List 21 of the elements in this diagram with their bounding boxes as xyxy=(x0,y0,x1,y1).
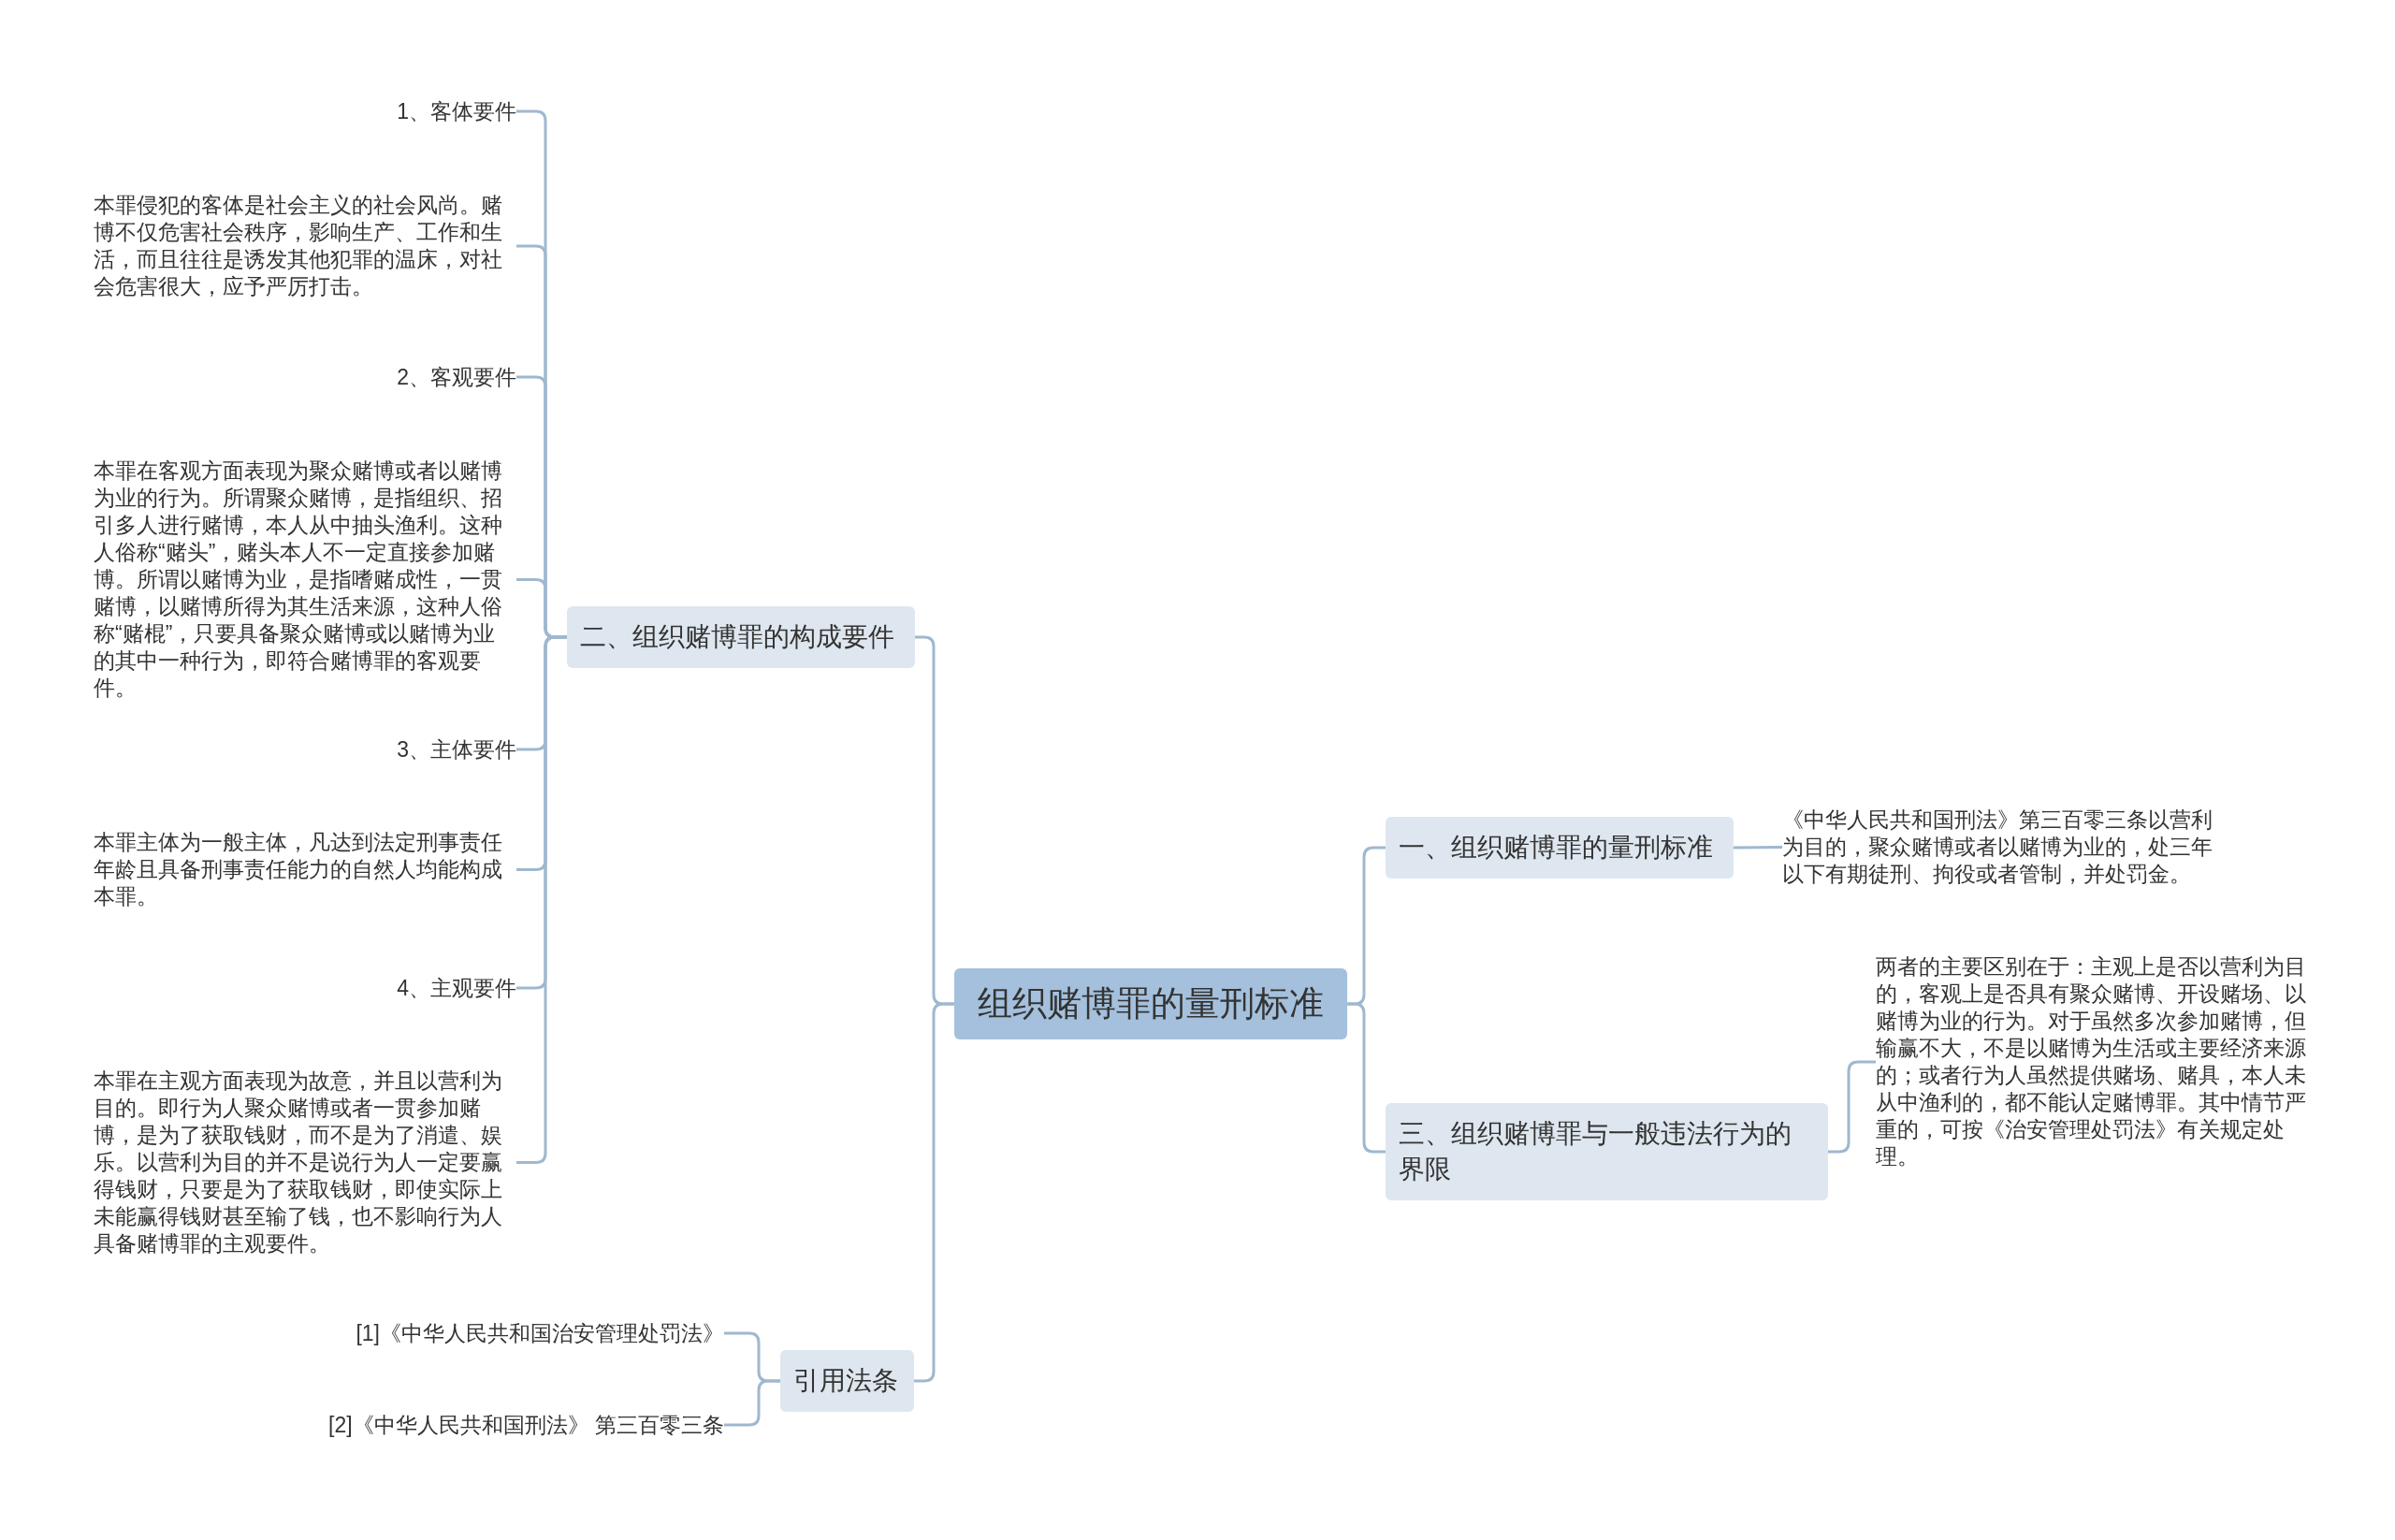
subtopic-text: [1]《中华人民共和国治安管理处罚法》 xyxy=(356,1319,724,1347)
topic-box: 一、组织赌博罪的量刑标准 xyxy=(1386,817,1734,879)
connector-line xyxy=(1347,1002,1386,1154)
note-text: 本罪主体为一般主体，凡达到法定刑事责任年龄且具备刑事责任能力的自然人均能构成本罪。 xyxy=(94,829,516,910)
connector-line xyxy=(724,1379,780,1427)
topic-box: 二、组织赌博罪的构成要件 xyxy=(567,606,915,668)
note-text: 本罪在主观方面表现为故意，并且以营利为目的。即行为人聚众赌博或者一贯参加赌博，是为了获取钱财，而不是为了消遣、娱乐。以营利为目的并不是说行为人一定要赢得钱财，只要是为了获取钱财，即使实际上未能赢得钱财甚至输了钱，也不影响行为人具备赌博罪的主观要件。 xyxy=(94,1068,516,1257)
note-text: 两者的主要区别在于：主观上是否以营利为目的，客观上是否具有聚众赌博、开设赌场、以赌博为业的行为。对于虽然多次参加赌博，但输赢不大，不是以赌博为生活或主要经济来源的；或者行为人虽然提供赌场、赌具，本人未从中渔利的，都不能认定赌博罪。其中情节严重的，可按《治安管理处罚法》有关规定处理。 xyxy=(1876,953,2315,1170)
connector-line xyxy=(1734,846,1782,850)
note-text: 本罪在客观方面表现为聚众赌博或者以赌博为业的行为。所谓聚众赌博，是指组织、招引多人进行赌博，本人从中抽头渔利。这种人俗称“赌头”，赌头本人不一定直接参加赌博。所谓以赌博为业，是指嗜赌成性，一贯赌博，以赌博所得为其生活来源，这种人俗称“赌棍”，只要具备聚众赌博或以赌博为业的其中一种行为，即符合赌博罪的客观要件。 xyxy=(94,458,516,702)
subtopic-text: 3、主体要件 xyxy=(397,735,516,763)
topic-box: 引用法条 xyxy=(780,1350,914,1412)
central-topic-box: 组织赌博罪的量刑标准 xyxy=(954,968,1347,1039)
subtopic-text: [2]《中华人民共和国刑法》 第三百零三条 xyxy=(328,1411,724,1439)
note-text: 《中华人民共和国刑法》第三百零三条以营利为目的，聚众赌博或者以赌博为业的，处三年以下有期徒刑、拘役或者管制，并处罚金。 xyxy=(1782,806,2222,888)
topic-box: 三、组织赌博罪与一般违法行为的界限 xyxy=(1386,1103,1828,1200)
subtopic-text: 4、主观要件 xyxy=(397,974,516,1002)
note-text: 本罪侵犯的客体是社会主义的社会风尚。赌博不仅危害社会秩序，影响生产、工作和生活，而且往往是诱发其他犯罪的温床，对社会危害很大，应予严厉打击。 xyxy=(94,192,516,300)
subtopic-text: 2、客观要件 xyxy=(397,363,516,391)
connector-line xyxy=(914,1002,954,1383)
subtopic-text: 1、客体要件 xyxy=(397,97,516,125)
